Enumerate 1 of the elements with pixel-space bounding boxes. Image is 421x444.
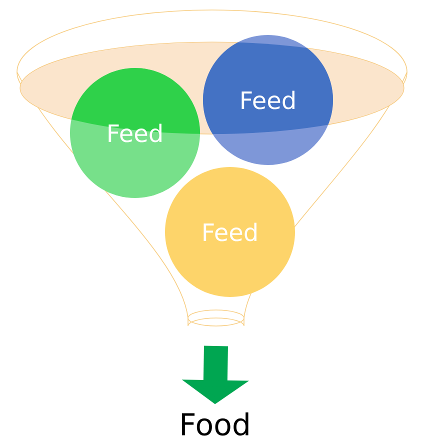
output-label: Food xyxy=(182,412,248,436)
